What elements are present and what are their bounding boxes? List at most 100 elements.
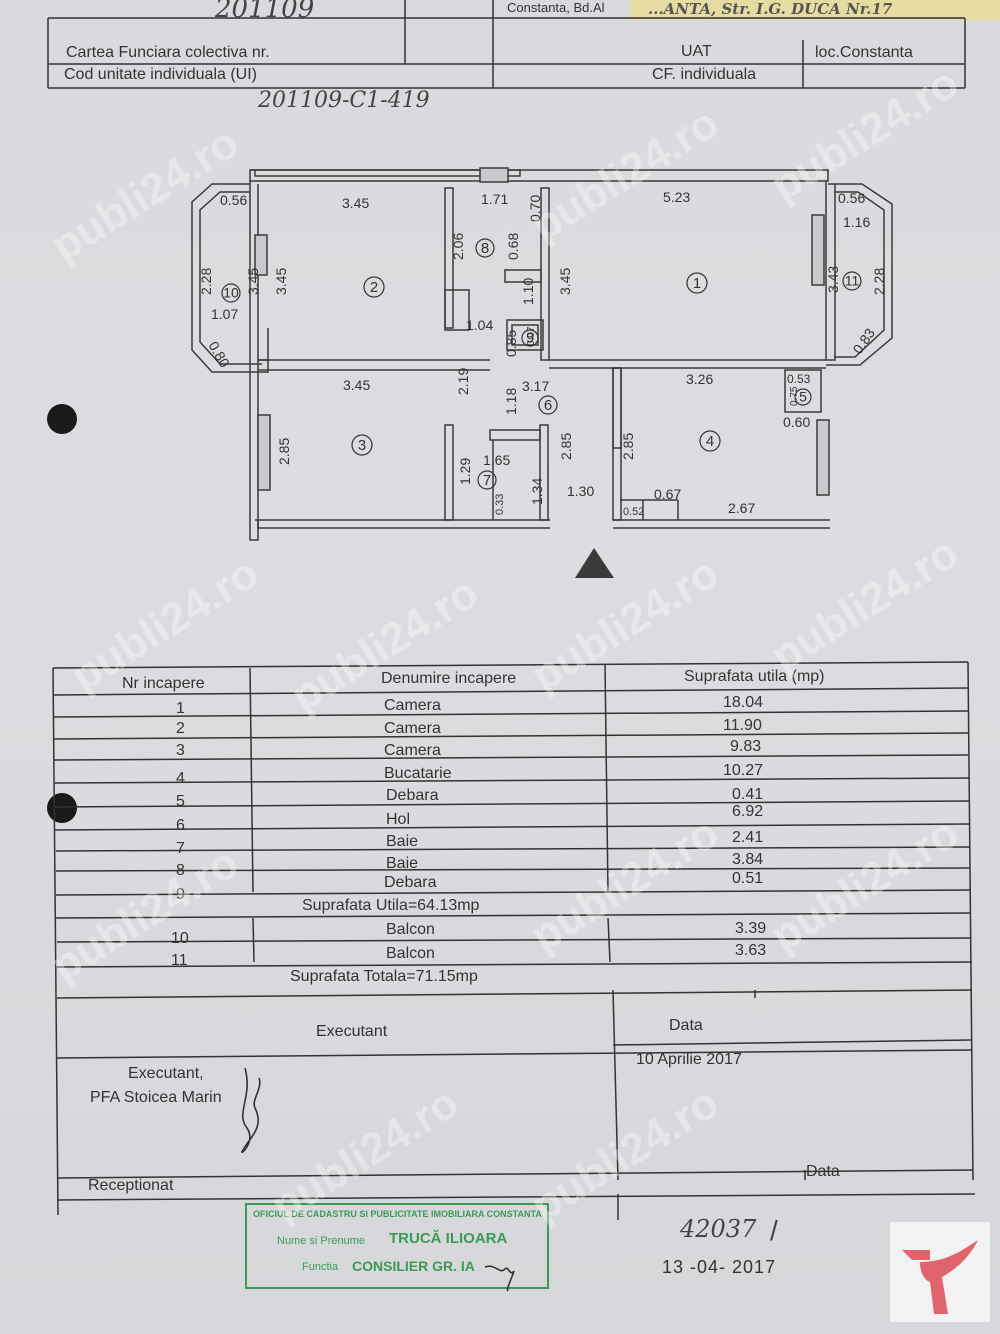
dim-label: 1.71 xyxy=(481,191,508,207)
dim-label: 1.65 xyxy=(483,452,510,468)
data-label-2: Data xyxy=(806,1163,840,1180)
room-6-label: 6 xyxy=(544,397,552,414)
row-nr: 11 xyxy=(171,952,188,969)
uat-label: UAT xyxy=(681,43,712,60)
ui-handwritten-code: 201109-C1-419 xyxy=(258,88,430,113)
dim-label: 2.06 xyxy=(450,233,466,260)
dim-label: 0.75 xyxy=(789,386,800,406)
dim-label: 3.45 xyxy=(245,268,261,295)
dim-label: 0.52 xyxy=(623,506,644,518)
dim-label: 3.45 xyxy=(343,377,370,393)
row-nr: 1 xyxy=(176,700,185,717)
executant-line2: PFA Stoicea Marin xyxy=(90,1089,222,1106)
dim-label: 2.85 xyxy=(276,438,292,465)
address-banner: ...ANTA, Str. I.G. DUCA Nr.17 xyxy=(630,0,1000,20)
room-3-label: 3 xyxy=(358,437,366,454)
cod-ui-label: Cod unitate individuala (UI) xyxy=(64,66,257,83)
floor-plan: 1 2 3 4 5 6 7 8 9 10 11 0.56 3.45 1.71 0… xyxy=(191,167,893,578)
room-5-marker xyxy=(794,388,812,406)
stamp-function-label: Functia xyxy=(302,1261,339,1273)
row-nr: 3 xyxy=(176,742,185,759)
dim-label: 3.45 xyxy=(273,268,289,295)
loc-label: loc.Constanta xyxy=(815,44,913,61)
room-10-marker xyxy=(221,283,241,303)
row-name: Camera xyxy=(384,720,441,737)
room-4-label: 4 xyxy=(706,433,714,450)
banner-text: ...ANTA, Str. I.G. DUCA Nr.17 xyxy=(648,0,893,18)
row-name: Baie xyxy=(386,855,419,872)
cf-colectiva-label: Cartea Funciara colectiva nr. xyxy=(66,44,270,61)
row-area: 0.41 xyxy=(732,786,764,803)
publi24-logo-icon xyxy=(890,1222,990,1322)
header-grid xyxy=(47,0,966,89)
row-nr: 2 xyxy=(176,720,185,737)
stamp-name-value: TRUCĂ ILIOARA xyxy=(389,1230,508,1247)
dim-label: 1.34 xyxy=(529,478,545,505)
binder-hole-top xyxy=(47,404,77,434)
dim-label: 1.30 xyxy=(567,483,594,499)
dim-label: 1.04 xyxy=(466,317,493,333)
dim-label: 3.26 xyxy=(686,371,713,387)
row-area: 10.27 xyxy=(723,762,764,779)
room-9-marker xyxy=(521,329,539,347)
executant-header: Executant xyxy=(316,1023,388,1040)
dim-label: 0.70 xyxy=(527,195,543,222)
room-11-label: 11 xyxy=(845,273,860,289)
stamp-line1: OFICIUL DE CADASTRU SI PUBLICITATE IMOBI… xyxy=(253,1209,542,1219)
room-5-label: 5 xyxy=(799,389,807,405)
row-nr: 9 xyxy=(176,886,185,903)
dim-label: 1.07 xyxy=(211,306,238,322)
dim-label: 0.80 xyxy=(205,339,233,371)
total-suprafata: Suprafata Totala=71.15mp xyxy=(290,968,478,985)
subtotal-utila: Suprafata Utila=64.13mp xyxy=(302,897,480,914)
room-4-marker xyxy=(699,430,721,452)
dim-label: 0.68 xyxy=(505,233,521,260)
table-header-denumire: Denumire incapere xyxy=(381,670,517,687)
row-name: Baie xyxy=(386,833,419,850)
row-name: Debara xyxy=(384,874,437,891)
table-header-suprafata: Suprafata utila (mp) xyxy=(684,668,825,685)
room-8-marker xyxy=(475,238,495,258)
row-name: Balcon xyxy=(386,921,435,938)
room-7-label: 7 xyxy=(483,472,491,489)
binder-hole-bottom xyxy=(47,793,77,823)
receptionat-signature xyxy=(484,1265,515,1292)
dim-label: 3.43 xyxy=(825,266,841,293)
room-1-marker xyxy=(686,272,708,294)
room-2-label: 2 xyxy=(370,279,378,296)
room-9-label: 9 xyxy=(526,330,534,346)
row-area: 9.83 xyxy=(730,738,762,755)
dim-label: 2.19 xyxy=(455,368,471,395)
row-area: 6.92 xyxy=(732,803,764,820)
dim-label: 0.56 xyxy=(220,192,247,208)
dim-label: 1.16 xyxy=(843,214,870,230)
row-nr: 10 xyxy=(171,930,189,947)
room-3-marker xyxy=(351,434,373,456)
row-area: 2.41 xyxy=(732,829,764,846)
row-area: 0.51 xyxy=(732,870,764,887)
room-2-marker xyxy=(363,276,385,298)
room-8-label: 8 xyxy=(481,240,489,257)
row-area: 3.39 xyxy=(735,920,767,937)
hand-date-stamp: 13 -04- 2017 xyxy=(662,1257,777,1277)
dim-label: 2.67 xyxy=(728,500,755,516)
row-name: Bucatarie xyxy=(384,765,452,782)
executant-line1: Executant, xyxy=(128,1065,204,1082)
executant-signature xyxy=(241,1067,261,1153)
row-name: Hol xyxy=(386,811,411,828)
row-nr: 6 xyxy=(176,817,185,834)
room-10-label: 10 xyxy=(223,285,239,301)
row-area: 11.90 xyxy=(723,717,762,734)
row-name: Debara xyxy=(386,787,439,804)
dim-label: 0.56 xyxy=(838,190,865,206)
dim-label: 1.10 xyxy=(520,278,536,305)
dim-label: 0.53 xyxy=(787,372,811,386)
dim-label: 3.45 xyxy=(557,268,573,295)
data-header: Data xyxy=(669,1017,703,1034)
room-6-marker xyxy=(538,395,558,415)
hand-number: 42037 xyxy=(680,1215,757,1243)
row-nr: 4 xyxy=(176,770,185,787)
stamp-name-label: Nume si Prenume xyxy=(277,1235,366,1247)
room-7-marker xyxy=(477,470,497,490)
